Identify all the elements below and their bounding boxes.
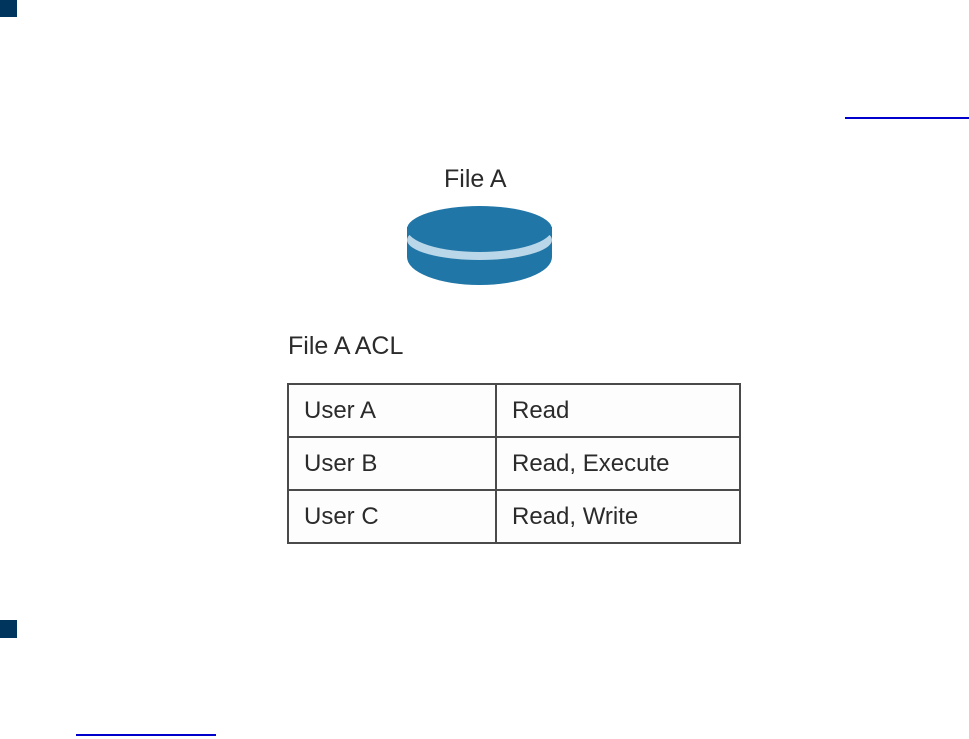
table-row: User C Read, Write <box>287 489 741 544</box>
acl-user-cell: User A <box>287 383 497 438</box>
cylinder-top-ellipse <box>407 206 552 252</box>
link-underline-top-right[interactable] <box>845 117 969 119</box>
acl-permissions-cell: Read, Execute <box>495 436 741 491</box>
acl-permissions-cell: Read, Write <box>495 489 741 544</box>
link-underline-bottom-left[interactable] <box>76 734 216 736</box>
acl-user-cell: User C <box>287 489 497 544</box>
page-marker-top-left <box>0 0 17 17</box>
table-row: User B Read, Execute <box>287 436 741 491</box>
acl-table-title: File A ACL <box>288 332 404 360</box>
acl-user-cell: User B <box>287 436 497 491</box>
acl-table: User A Read User B Read, Execute User C … <box>287 383 741 544</box>
page-marker-mid-left <box>0 620 17 638</box>
file-object-label: File A <box>444 165 507 193</box>
database-cylinder-icon <box>407 206 552 296</box>
acl-permissions-cell: Read <box>495 383 741 438</box>
table-row: User A Read <box>287 383 741 438</box>
